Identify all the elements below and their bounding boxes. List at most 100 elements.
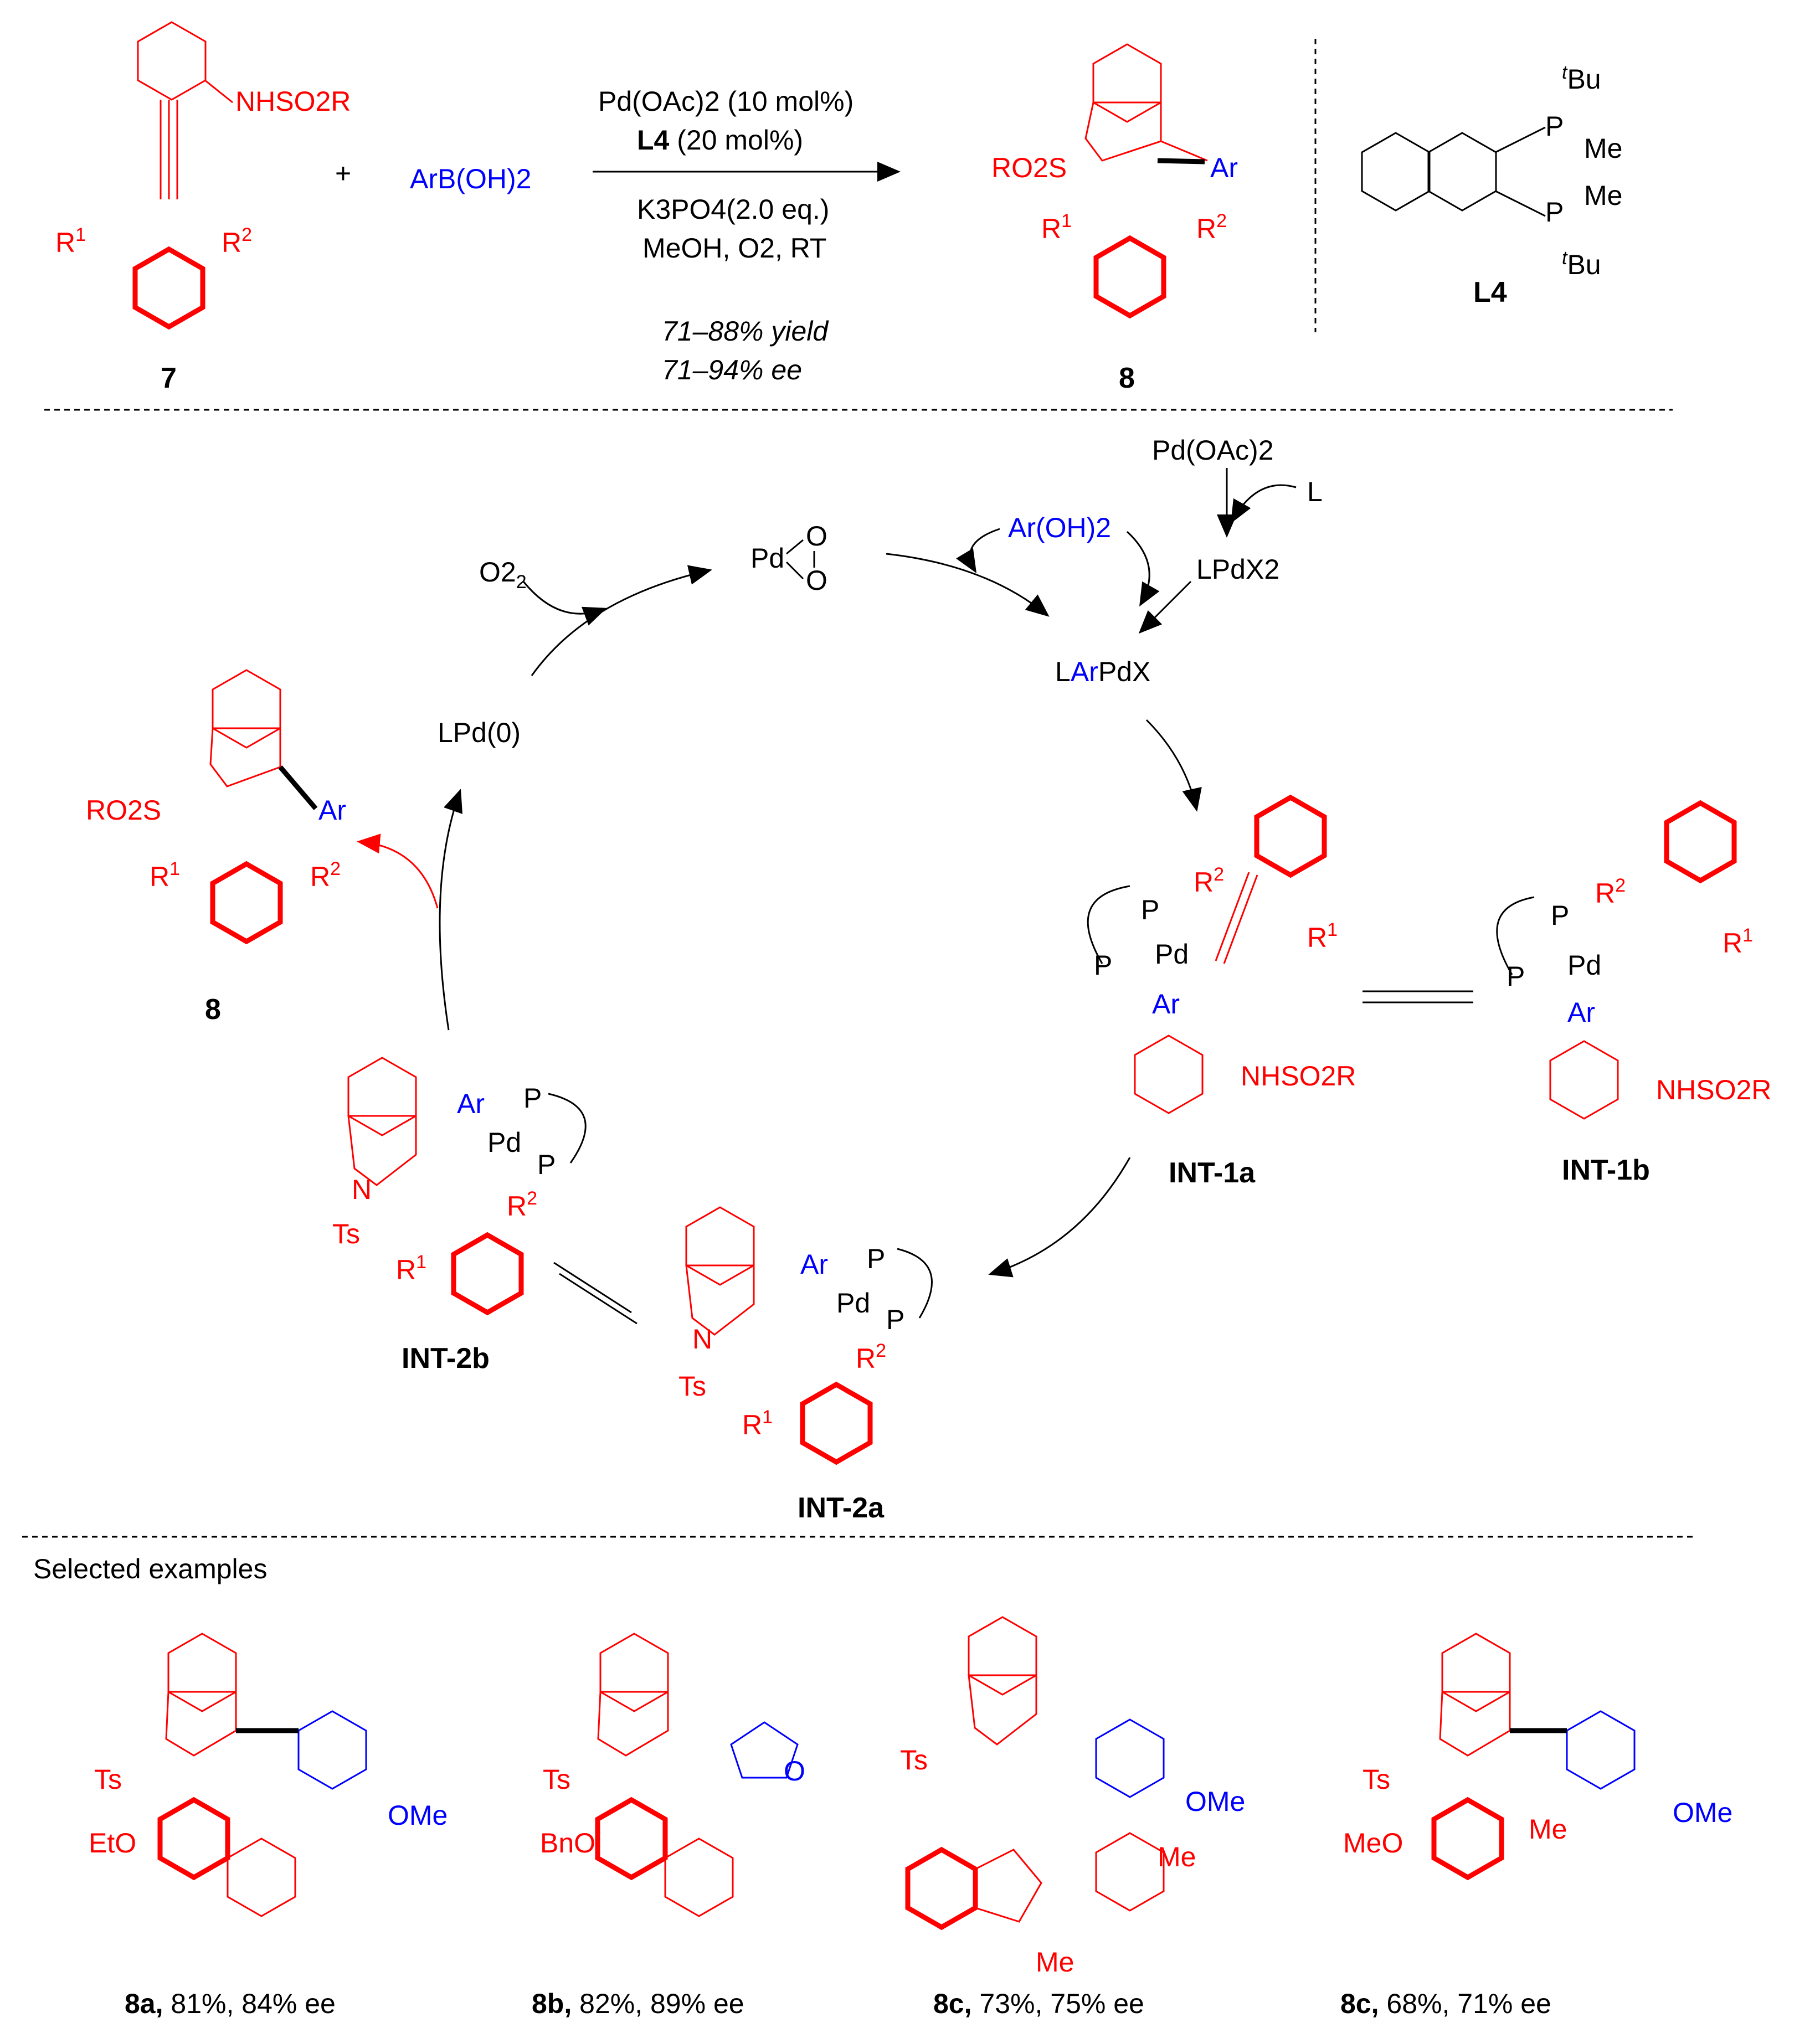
ex8b-caption: 8b, 82%, 89% ee [532,1988,744,2019]
int1b-r1: R1 [1723,925,1753,959]
cycle-product-r2: R2 [310,858,341,892]
int2b-ts: Ts [332,1218,360,1249]
int1a-r2: R2 [1194,864,1224,898]
product-8: Ar RO2S R1 R2 8 [991,43,1238,394]
int2b-r2: R2 [507,1188,537,1222]
int1b-label: INT-1b [1562,1154,1650,1186]
substrate-r2: R2 [222,224,252,258]
int2b-pd: Pd [487,1127,521,1158]
example-8c-1: Ts OMe Me Me 8c, 73%, 75% ee [900,1616,1245,2019]
int1b-p1: P [1551,900,1569,931]
cond-catalyst: Pd(OAc)2 (10 mol%) [598,86,854,117]
pd-peroxo: Pd [750,543,784,574]
ligand-tbu-top: tBu [1562,62,1601,95]
int2b-r1: R1 [396,1252,426,1285]
ex8c1-nme: Me [1036,1947,1074,1978]
int2a-ts: Ts [678,1371,706,1402]
int2a-r2: R2 [856,1340,886,1374]
int2b-n: N [352,1174,372,1205]
substrate-r1: R1 [55,224,86,258]
o2: O22 [479,557,527,593]
int2b-label: INT-2b [402,1342,490,1375]
boronic-acid: ArB(OH)2 [410,163,531,194]
cond-solvent: MeOH, O2, RT [642,233,826,264]
int1a-nhso2r: NHSO2R [1241,1061,1356,1092]
ligand-me-bottom: Me [1584,180,1622,211]
int1b-nhso2r: NHSO2R [1656,1074,1771,1105]
product-ar: Ar [1210,152,1238,183]
int1b-ar: Ar [1567,997,1595,1028]
ex8c1-ome: OMe [1185,1786,1245,1817]
catalytic-cycle: Pd(OAc)2 L LPdX2 Ar(OH)2 Pd O O LArPdX O… [86,435,1771,1524]
substrate-7: NHSO2R R1 R2 7 [55,21,351,394]
ex8b-furan-o: O [784,1756,805,1787]
product-r2: R2 [1196,210,1227,244]
ex8c2-me: Me [1529,1814,1567,1845]
int1b-p2: P [1507,961,1525,992]
ligand-tbu-bottom: tBu [1562,248,1601,280]
label-7: 7 [161,362,177,394]
int1b-r2: R2 [1595,875,1626,909]
aroh2: Ar(OH)2 [1008,512,1111,543]
int2a-pd: Pd [836,1288,870,1319]
label-8: 8 [1119,362,1135,394]
examples-heading: Selected examples [33,1553,267,1584]
int-1a: P P Pd Ar R2 R1 NHSO2R INT-1a [1087,794,1356,1189]
int1a-label: INT-1a [1169,1157,1256,1189]
int2a-p2: P [886,1304,904,1335]
ee-range: 71–94% ee [662,354,802,385]
conditions: Pd(OAc)2 (10 mol%) L4 (20 mol%) K3PO4(2.… [593,86,901,385]
product-ro2s: RO2S [991,152,1067,183]
larpdx: LArPdX [1055,656,1150,687]
plus-sign: + [335,158,351,189]
ligand-l: L [1307,476,1323,507]
ex8c2-sub: MeO [1343,1828,1403,1859]
ligand-p-bottom: P [1545,197,1564,228]
pd-oac2: Pd(OAc)2 [1152,435,1274,466]
int2a-label: INT-2a [798,1492,885,1524]
yield-range: 71–88% yield [662,316,829,347]
int2b-ar: Ar [457,1088,485,1119]
ex8a-caption: 8a, 81%, 84% ee [125,1988,336,2019]
lpdx2: LPdX2 [1196,554,1279,585]
peroxo-o1: O [806,521,827,552]
ex8c2-ts: Ts [1363,1764,1390,1795]
peroxo-o2: O [806,565,827,596]
int2b-p1: P [523,1083,542,1114]
int2a-p1: P [867,1243,885,1274]
product-r1: R1 [1041,210,1072,244]
cycle-product-8: Ar RO2S R1 R2 8 [86,669,346,1026]
int1a-r1: R1 [1307,919,1338,953]
int2a-ar: Ar [800,1249,828,1280]
ligand-p-top: P [1545,111,1564,142]
example-8b: Ts O BnO 8b, 82%, 89% ee [532,1633,805,2019]
substrate-nhso2r: NHSO2R [235,86,351,117]
int1b-pd: Pd [1567,950,1601,981]
ex8c1-me: Me [1158,1841,1196,1872]
int-1b: P P Pd Ar R2 R1 NHSO2R INT-1b [1496,800,1771,1186]
lpd0: LPd(0) [438,717,521,748]
int2a-n: N [692,1324,712,1355]
int1a-p2: P [1094,950,1112,981]
ligand-l4: P P tBu Me Me tBu L4 [1361,62,1622,308]
ex8a-sub: EtO [89,1828,136,1859]
ex8a-ts: Ts [94,1764,122,1795]
ex8c1-caption: 8c, 73%, 75% ee [933,1988,1144,2019]
int1a-ar: Ar [1152,989,1180,1020]
cycle-product-ar: Ar [318,795,346,826]
equilibrium-arrow-2 [553,1262,632,1314]
ligand-me-top: Me [1584,133,1622,164]
cond-base: K3PO4(2.0 eq.) [637,194,829,225]
label-l4: L4 [1473,276,1507,308]
example-8c-2: Ts OMe MeO Me 8c, 68%, 71% ee [1340,1633,1732,2019]
ex8b-sub: BnO [540,1828,595,1859]
int1a-p1: P [1141,894,1159,925]
cycle-label-8: 8 [205,994,221,1026]
cycle-product-ro2s: RO2S [86,795,161,826]
int2a-r1: R1 [742,1407,773,1440]
ex8a-ome: OMe [388,1800,448,1831]
cycle-product-r1: R1 [150,858,180,892]
ex8c1-ts: Ts [900,1744,928,1775]
int-2a: N Ts Ar Pd P P R1 R2 INT-2a [678,1206,933,1524]
